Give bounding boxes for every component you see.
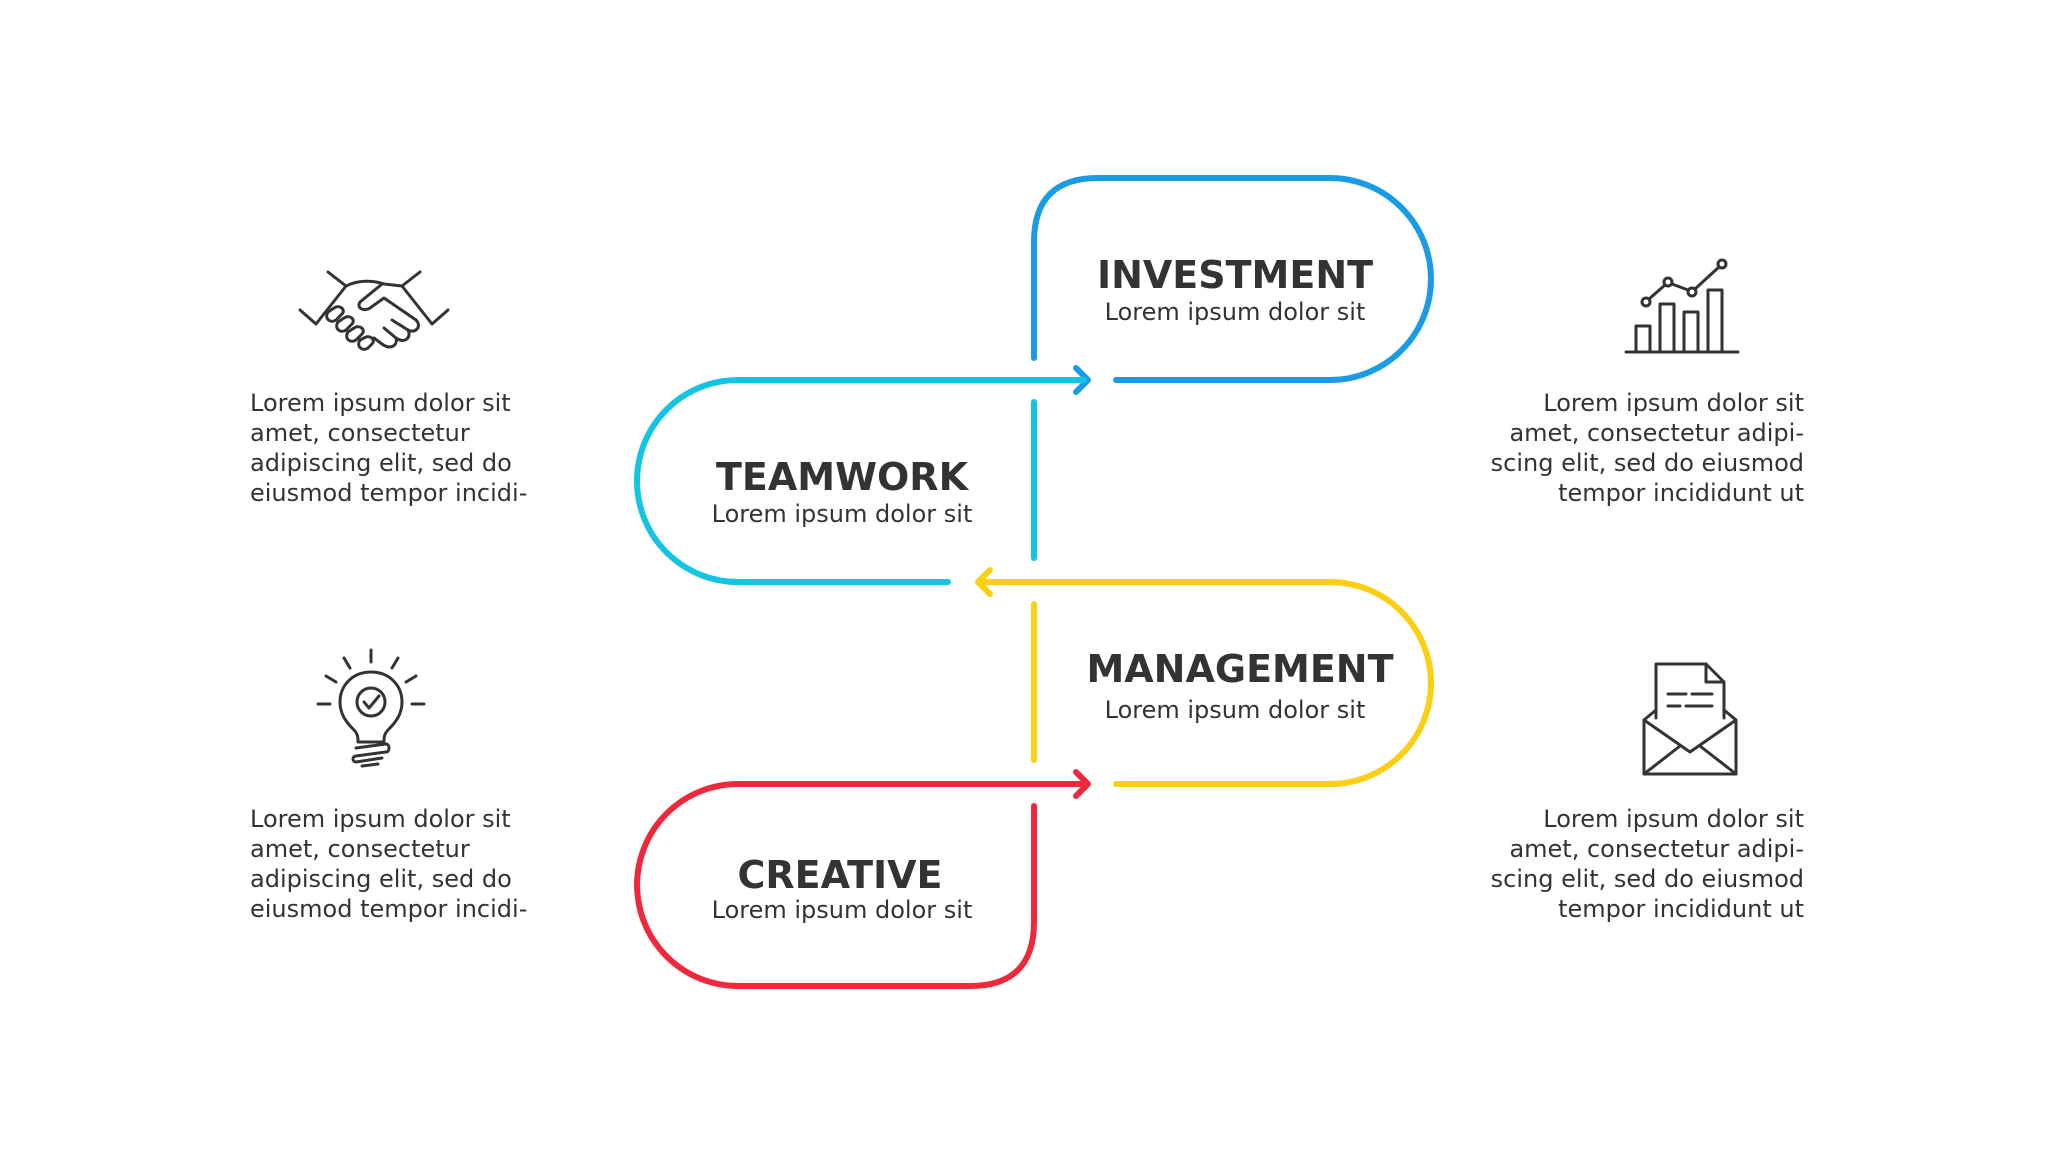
management-path	[975, 579, 1434, 787]
description-line: amet, consectetur adipi-	[1509, 419, 1804, 447]
teamwork-title: TEAMWORK	[716, 455, 970, 499]
management-title: MANAGEMENT	[1086, 647, 1393, 691]
teamwork-subtitle: Lorem ipsum dolor sit	[712, 500, 973, 528]
management-subtitle: Lorem ipsum dolor sit	[1105, 696, 1366, 724]
description-top-left: Lorem ipsum dolor sit amet, consectetur …	[250, 388, 590, 508]
investment-title: INVESTMENT	[1097, 253, 1373, 297]
description-line: amet, consectetur adipi-	[1509, 835, 1804, 863]
lightbulb-icon	[316, 648, 426, 770]
envelope-letter-icon	[1640, 660, 1740, 778]
description-line: eiusmod tempor incidi-	[250, 479, 528, 507]
description-line: Lorem ipsum dolor sit	[250, 805, 511, 833]
description-line: Lorem ipsum dolor sit	[1543, 389, 1804, 417]
description-line: scing elit, sed do eiusmod	[1490, 865, 1804, 893]
description-line: tempor incididunt ut	[1558, 895, 1804, 923]
description-bottom-left: Lorem ipsum dolor sit amet, consectetur …	[250, 804, 590, 924]
management-arrow-head	[975, 567, 993, 597]
investment-path	[1031, 175, 1434, 383]
description-line: amet, consectetur	[250, 419, 470, 447]
creative-subtitle: Lorem ipsum dolor sit	[712, 896, 973, 924]
creative-title: CREATIVE	[738, 853, 943, 897]
investment-arrow-head	[1073, 365, 1091, 395]
creative-path	[634, 781, 1087, 989]
description-bottom-right: Lorem ipsum dolor sit amet, consectetur …	[1464, 804, 1804, 924]
description-line: Lorem ipsum dolor sit	[250, 389, 511, 417]
description-line: eiusmod tempor incidi-	[250, 895, 528, 923]
investment-subtitle: Lorem ipsum dolor sit	[1105, 298, 1366, 326]
description-line: scing elit, sed do eiusmod	[1490, 449, 1804, 477]
description-line: adipiscing elit, sed do	[250, 865, 512, 893]
description-top-right: Lorem ipsum dolor sit amet, consectetur …	[1464, 388, 1804, 508]
handshake-icon	[298, 262, 450, 362]
description-line: adipiscing elit, sed do	[250, 449, 512, 477]
creative-arrow-head	[1073, 769, 1091, 799]
teamwork-path	[634, 377, 1087, 585]
description-line: Lorem ipsum dolor sit	[1543, 805, 1804, 833]
description-line: tempor incididunt ut	[1558, 479, 1804, 507]
bar-chart-icon	[1622, 256, 1742, 356]
description-line: amet, consectetur	[250, 835, 470, 863]
